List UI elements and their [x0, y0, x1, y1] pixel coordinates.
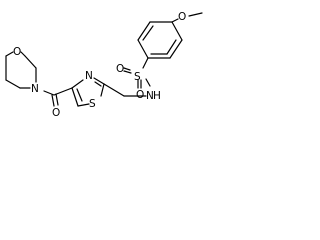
atom-n-sulfonamide: N	[146, 90, 154, 102]
bond-s-o-top-b	[123, 70, 132, 74]
bond-c-o-a	[51, 94, 55, 107]
morpholine-ring	[5, 51, 37, 89]
bond-c-o-b	[55, 93, 59, 106]
bonds	[5, 12, 203, 107]
bond-ring-s	[142, 57, 149, 69]
atom-n-morpholine: N	[31, 83, 39, 95]
bond-thiazole-carbonyl	[53, 87, 73, 96]
atom-o-morpholine: O	[13, 46, 21, 58]
atom-o-methoxy: O	[178, 11, 186, 23]
atom-o-carbonyl: O	[52, 107, 60, 119]
atom-o-sulfonyl-bottom: O	[136, 89, 144, 101]
bond-methyl-o	[188, 12, 203, 17]
molecule-structure: O S O O N H S N O N O	[5, 11, 203, 119]
atom-labels: O S O O N H S N O N O	[13, 11, 186, 119]
atom-h-sulfonamide: H	[153, 90, 161, 102]
atom-s-sulfonyl: S	[134, 71, 141, 83]
atom-o-sulfonyl-top: O	[116, 63, 124, 75]
atom-n-thiazole: N	[85, 70, 93, 82]
bond-s-n	[145, 78, 151, 87]
bond-carbonyl-n	[43, 90, 55, 96]
bond-o-ring	[171, 18, 179, 23]
benzene-ring	[137, 21, 183, 59]
bond-s-o-top-a	[123, 67, 131, 71]
bond-ch2-thiazole	[103, 83, 125, 97]
atom-s-thiazole: S	[89, 98, 96, 110]
thiazole-ring	[71, 77, 105, 107]
